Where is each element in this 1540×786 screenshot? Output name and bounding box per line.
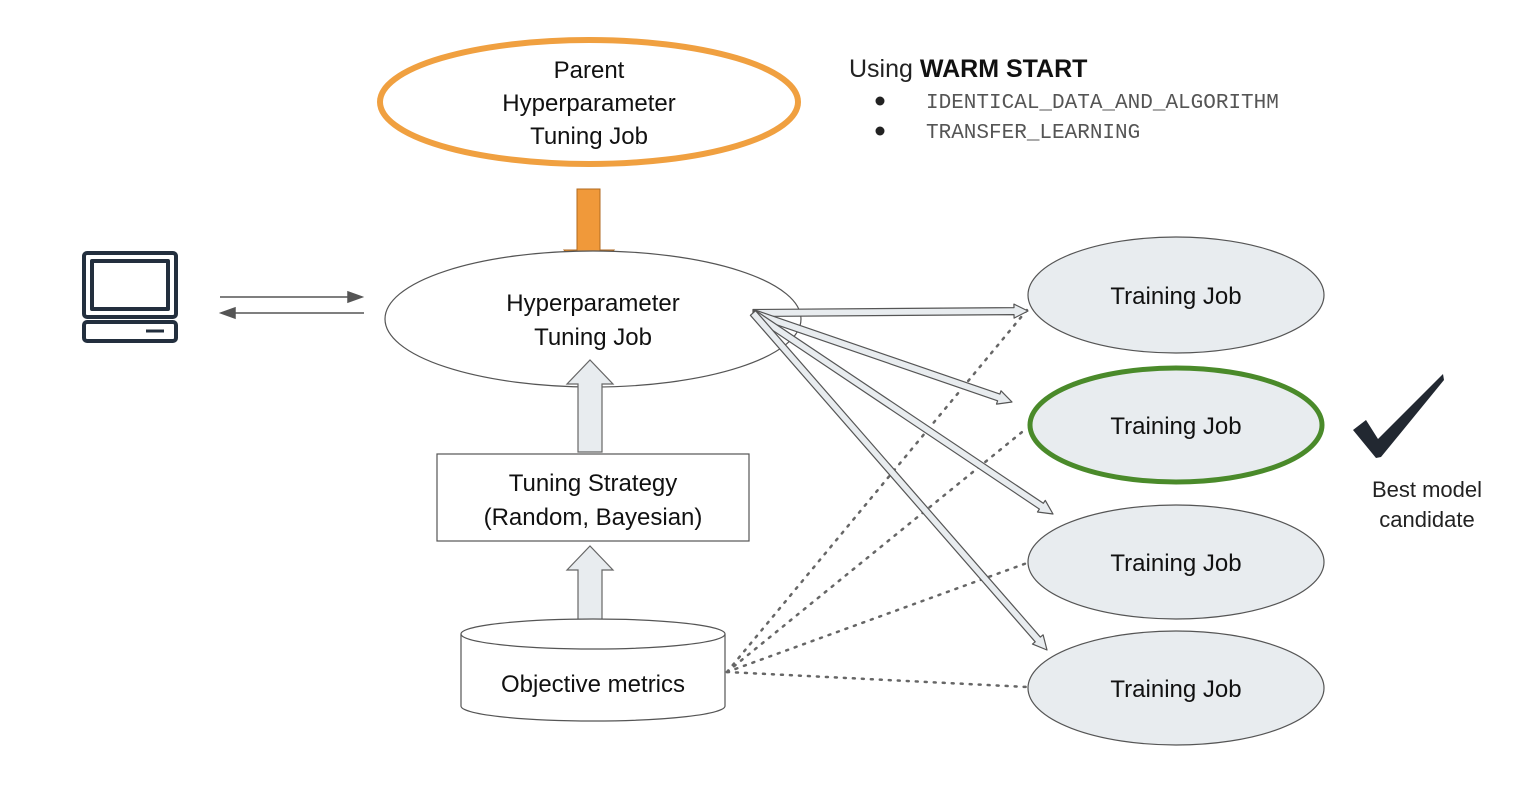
metric-line-4 [725, 670, 1029, 689]
warm-start-keyword: WARM START [920, 55, 1088, 83]
best-training-job-shape [1027, 365, 1325, 485]
training-job-label: Training Job [1110, 283, 1241, 310]
training-job-node: Training Job [1027, 504, 1325, 620]
fan-out-arrows [749, 303, 1054, 651]
parent-tuning-job-node: Parent Hyperparameter Tuning Job [377, 37, 801, 167]
tuning-strategy-label-1: Tuning Strategy [509, 470, 678, 497]
tuning-strategy-label-2: (Random, Bayesian) [484, 504, 703, 531]
parent-tuning-job-shape [377, 37, 801, 167]
bullet-icon [875, 126, 885, 136]
warm-start-option-1: IDENTICAL_DATA_AND_ALGORITHM [926, 92, 1279, 115]
tuning-strategy-shape [436, 453, 750, 542]
training-job-label: Training Job [1110, 676, 1241, 703]
metrics-cylinder-body [460, 634, 726, 722]
tuning-job-label-1: Hyperparameter [506, 290, 679, 317]
training-job-shape [1027, 236, 1325, 354]
strategy-to-tuning-arrow [565, 359, 615, 453]
objective-metrics-label: Objective metrics [501, 671, 685, 698]
training-job-label: Training Job [1110, 413, 1241, 440]
training-job-label: Training Job [1110, 550, 1241, 577]
fan-out-arrow-1 [752, 303, 1029, 319]
fan-out-arrow-3 [750, 309, 1054, 515]
warm-start-prefix: Using [849, 55, 920, 83]
parent-tuning-job-label-2: Hyperparameter [502, 90, 675, 117]
best-model-label-1: Best model [1372, 477, 1482, 502]
warm-start-option-2: TRANSFER_LEARNING [926, 122, 1140, 145]
checkmark-icon [1353, 374, 1444, 458]
best-training-job-node: Training Job [1027, 365, 1325, 485]
warm-start-heading: Using WARM START [849, 55, 1087, 83]
response-arrowhead [218, 306, 236, 320]
tuning-job-label-2: Tuning Job [534, 324, 652, 351]
metric-line-2 [725, 426, 1029, 674]
training-job-shape [1027, 504, 1325, 620]
training-job-shape [1027, 630, 1325, 746]
bullet-icon [875, 96, 885, 106]
computer-icon [82, 251, 178, 343]
metric-line-1 [725, 308, 1029, 674]
objective-metrics-node: Objective metrics [460, 618, 726, 722]
fan-out-arrow-2 [751, 309, 1013, 405]
training-job-node: Training Job [1027, 236, 1325, 354]
metric-feedback-lines [725, 308, 1029, 689]
best-model-label-2: candidate [1379, 507, 1474, 532]
parent-tuning-job-label-1: Parent [554, 57, 625, 84]
request-arrowhead [347, 290, 365, 304]
warm-start-info: Using WARM START IDENTICAL_DATA_AND_ALGO… [849, 55, 1279, 145]
parent-tuning-job-label-3: Tuning Job [530, 123, 648, 150]
training-job-node: Training Job [1027, 630, 1325, 746]
metric-line-3 [725, 561, 1029, 674]
fan-out-arrow-4 [749, 310, 1048, 651]
metrics-cylinder-top [460, 618, 726, 650]
request-response-arrows [218, 290, 365, 320]
tuning-strategy-node: Tuning Strategy (Random, Bayesian) [436, 453, 750, 542]
